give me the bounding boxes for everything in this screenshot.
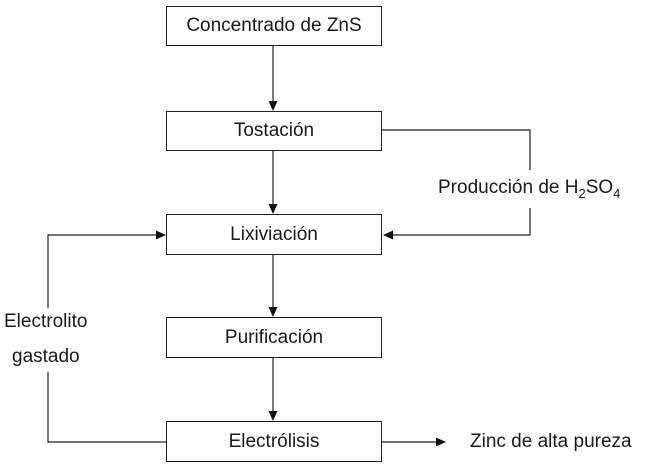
step-purificacion: Purificación	[166, 317, 382, 358]
step-lixiviacion-label: Lixiviación	[230, 223, 318, 245]
arrow-concentrado-to-tostacion	[268, 46, 278, 111]
spent-electrolyte-label-line1: Electrolito	[4, 311, 88, 333]
acid-production-label: Producción de H2SO4	[438, 177, 621, 201]
step-concentrado: Concentrado de ZnS	[166, 6, 382, 46]
step-concentrado-label: Concentrado de ZnS	[186, 15, 362, 36]
product-text: Zinc de alta pureza	[470, 431, 632, 452]
spent-electrolyte-text-1: Electrolito	[4, 311, 88, 332]
acid-subscript-2: 2	[578, 186, 586, 201]
acid-subscript-4: 4	[613, 186, 621, 201]
arrow-lixiviacion-to-purificacion	[268, 255, 278, 317]
step-lixiviacion: Lixiviación	[166, 214, 382, 255]
product-label: Zinc de alta pureza	[470, 431, 632, 453]
spent-electrolyte-label-line2: gastado	[12, 346, 80, 368]
arrow-electrolisis-to-product	[382, 437, 446, 447]
arrow-tostacion-to-lixiviacion	[268, 151, 278, 214]
step-tostacion-label: Tostación	[233, 120, 315, 141]
acid-production-prefix: Producción de H	[438, 177, 579, 198]
spent-electrolyte-text-2: gastado	[12, 346, 80, 367]
step-purificacion-label: Purificación	[224, 326, 324, 348]
step-electrolisis: Electrólisis	[166, 421, 382, 462]
spent-electrolyte-connector	[47, 230, 166, 443]
step-electrolisis-label: Electrólisis	[228, 430, 320, 452]
step-tostacion: Tostación	[166, 111, 382, 151]
acid-production-mid: SO	[585, 177, 614, 198]
arrow-purificacion-to-electrolisis	[268, 358, 278, 421]
acid-loop-connector	[382, 129, 531, 240]
